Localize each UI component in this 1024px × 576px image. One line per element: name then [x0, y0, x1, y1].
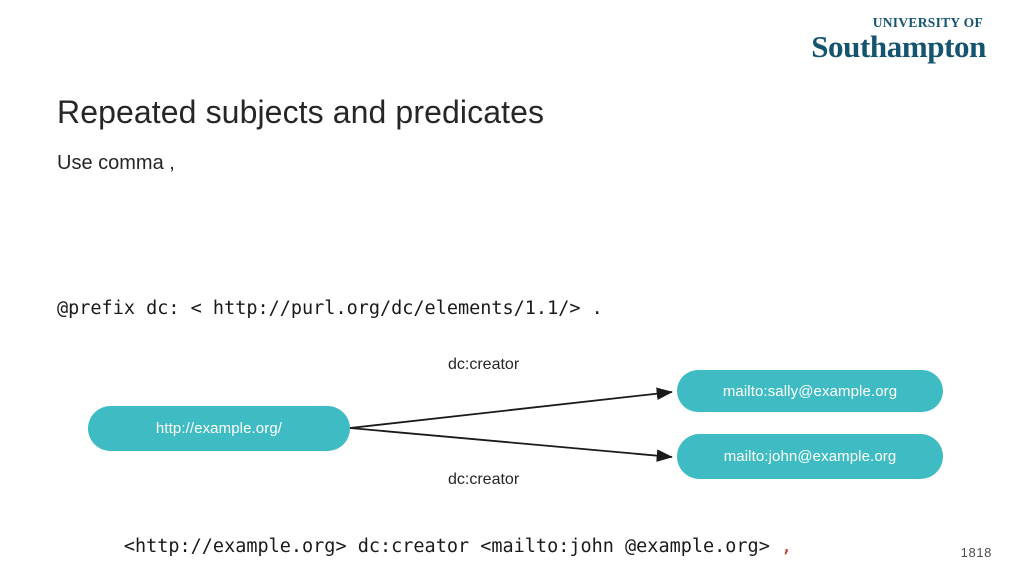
edge-to-john: [349, 427, 673, 462]
edge-label-top: dc:creator: [448, 356, 520, 373]
page-number: 1818: [960, 545, 992, 560]
graph-node-object-john[interactable]: mailto:john@example.org: [677, 434, 943, 479]
graph-node-object-john-label: mailto:john@example.org: [723, 448, 897, 465]
logo-main-line: Southampton: [811, 28, 986, 64]
edge-label-bottom: dc:creator: [448, 471, 520, 488]
graph-node-object-sally-label: mailto:sally@example.org: [722, 382, 898, 400]
graph-node-subject-label: http://example.org/: [155, 420, 283, 437]
code-line-prefix: @prefix dc: < http://purl.org/dc/element…: [57, 298, 603, 319]
logo-top-line: UNIVERSITY OF: [872, 15, 983, 30]
code-line-triple: <http://example.org> dc:creator <mailto:…: [57, 496, 807, 576]
code-line-triple-main: <http://example.org> dc:creator <mailto:…: [123, 536, 781, 557]
code-block: @prefix dc: < http://purl.org/dc/element…: [57, 224, 807, 576]
graph-node-object-sally[interactable]: mailto:sally@example.org: [677, 370, 943, 412]
graph-node-subject[interactable]: http://example.org/: [88, 406, 350, 451]
code-comma-separator: ,: [780, 536, 793, 557]
page-title: Repeated subjects and predicates: [57, 94, 545, 130]
university-logo: UNIVERSITY OF Southampton: [811, 16, 986, 62]
slide-subtitle: Use comma ,: [57, 152, 175, 174]
edge-to-sally: [349, 387, 673, 429]
